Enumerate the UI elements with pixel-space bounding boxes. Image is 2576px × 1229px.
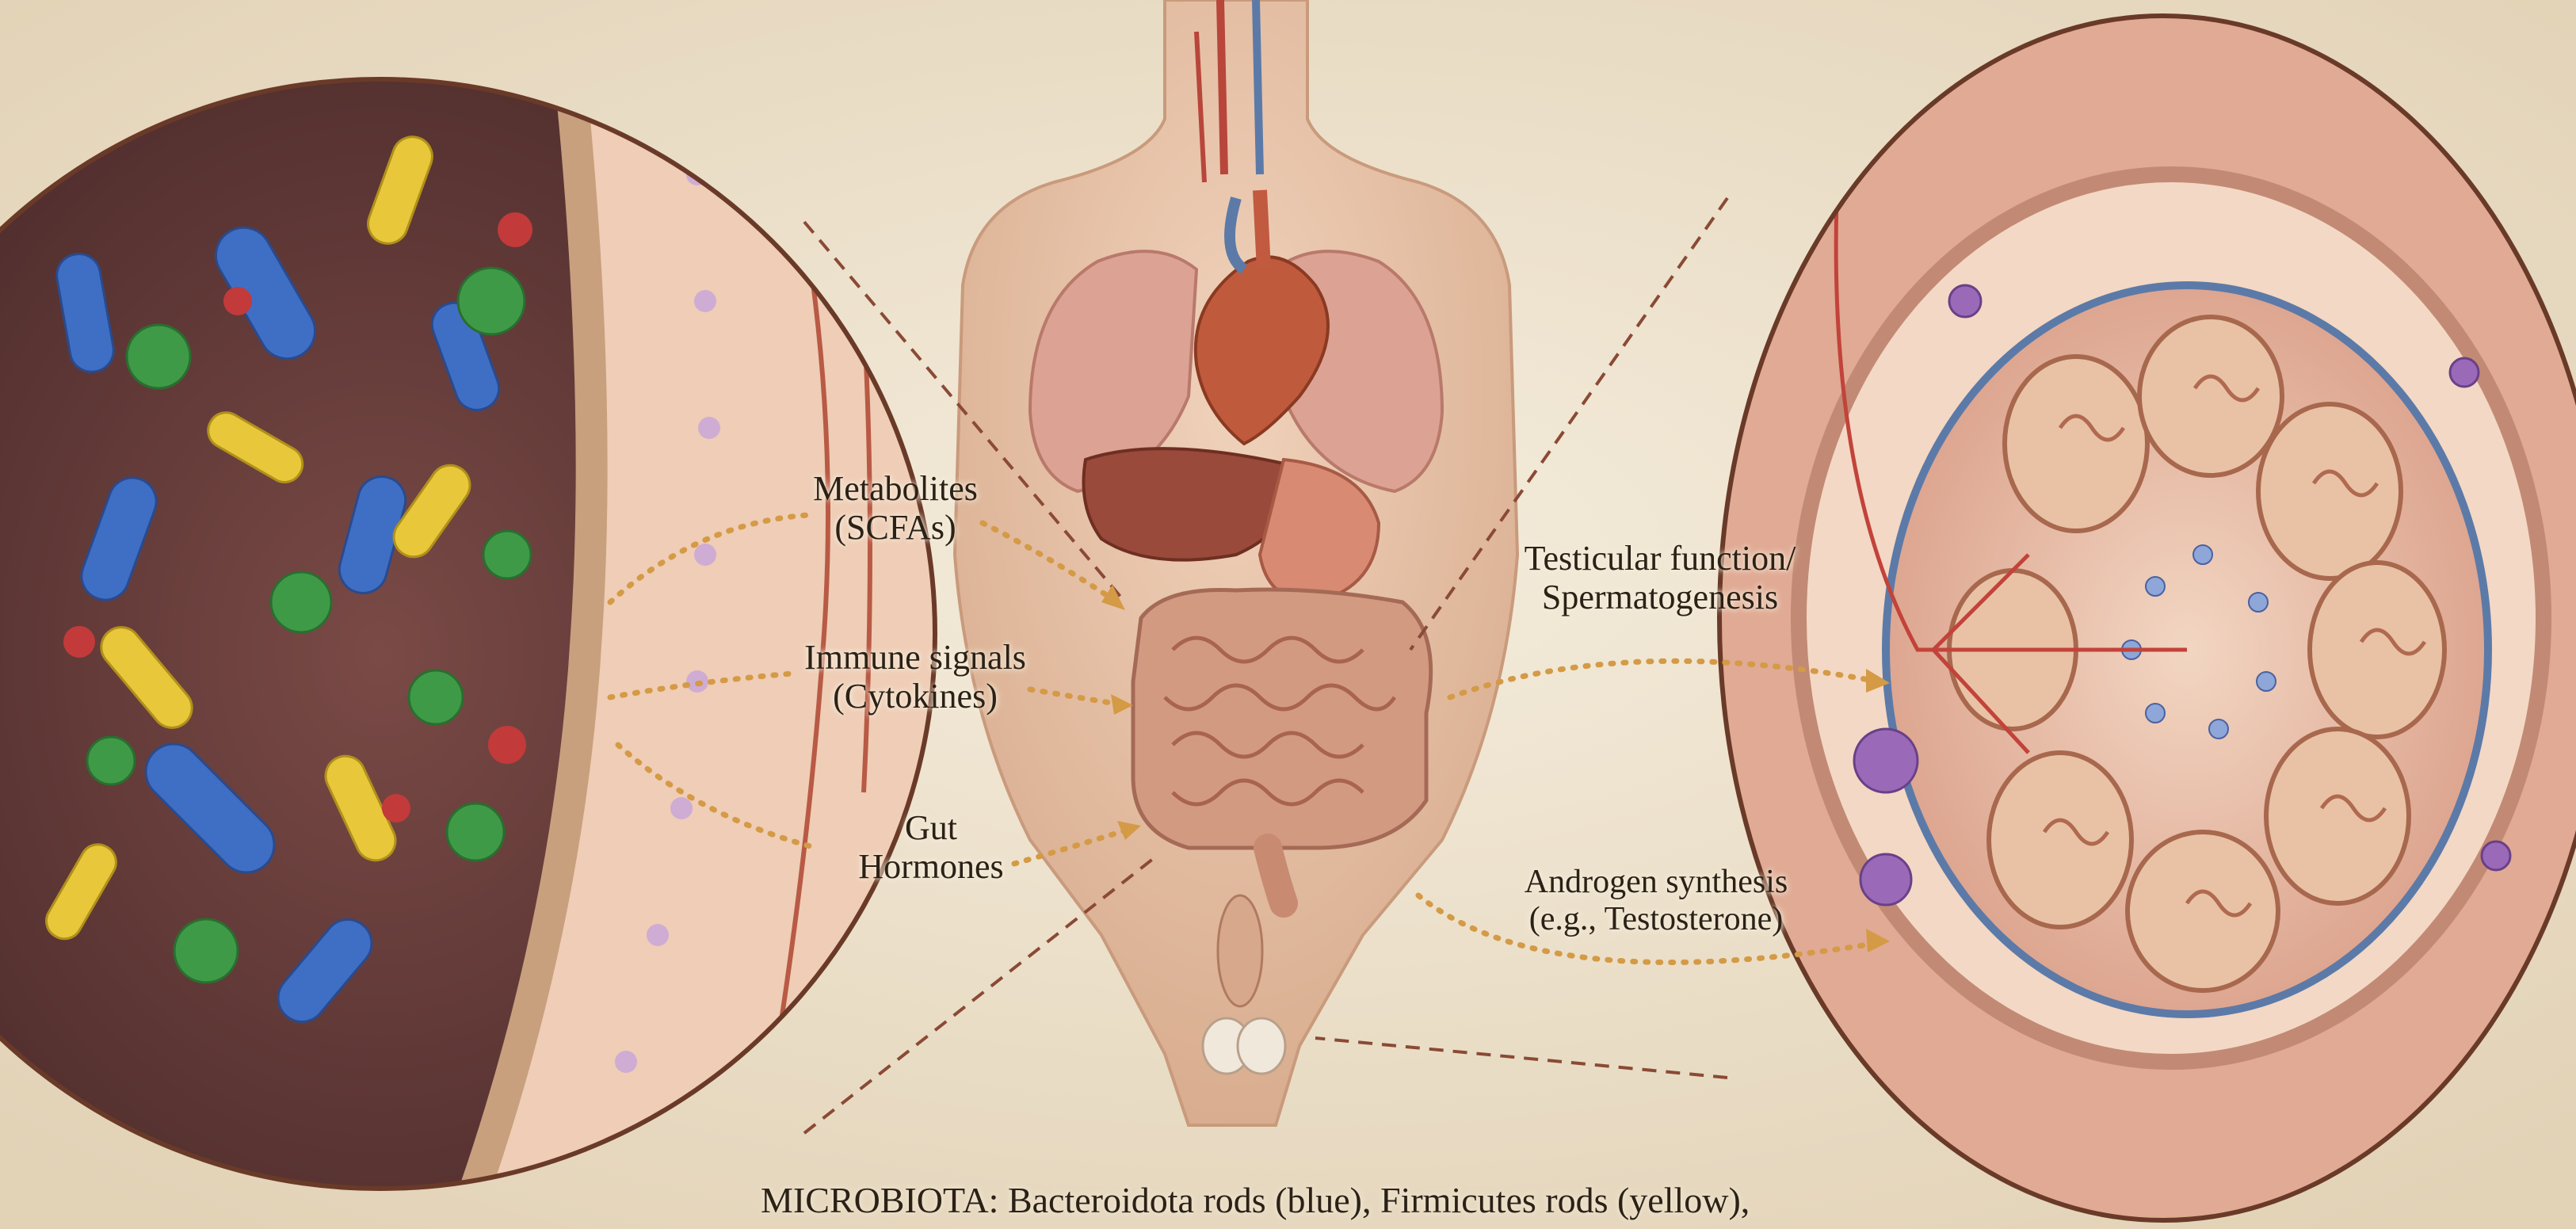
testicular-function-label: Testicular function/ Spermatogenesis (1490, 539, 1830, 617)
androgen-synthesis-label: Androgen synthesis (e.g., Testosterone) (1490, 864, 1822, 938)
gut-label-line2: Hormones (832, 847, 1030, 886)
immune-signals-label: Immune signals (Cytokines) (784, 638, 1046, 716)
microbiota-caption: MICROBIOTA: Bacteroidota rods (blue), Fi… (761, 1179, 2060, 1221)
metabolites-label-line1: Metabolites (780, 469, 1010, 508)
androgen-label-line2: (e.g., Testosterone) (1490, 901, 1822, 938)
testicular-label-line2: Spermatogenesis (1490, 578, 1830, 616)
metabolites-label-line2: (SCFAs) (780, 508, 1010, 547)
gut-label-line1: Gut (832, 808, 1030, 847)
immune-label-line1: Immune signals (784, 638, 1046, 677)
gut-hormones-label: Gut Hormones (832, 808, 1030, 887)
testicular-label-line1: Testicular function/ (1490, 539, 1830, 578)
metabolites-label: Metabolites (SCFAs) (780, 469, 1010, 548)
immune-label-line2: (Cytokines) (784, 677, 1046, 716)
androgen-label-line1: Androgen synthesis (1490, 864, 1822, 901)
